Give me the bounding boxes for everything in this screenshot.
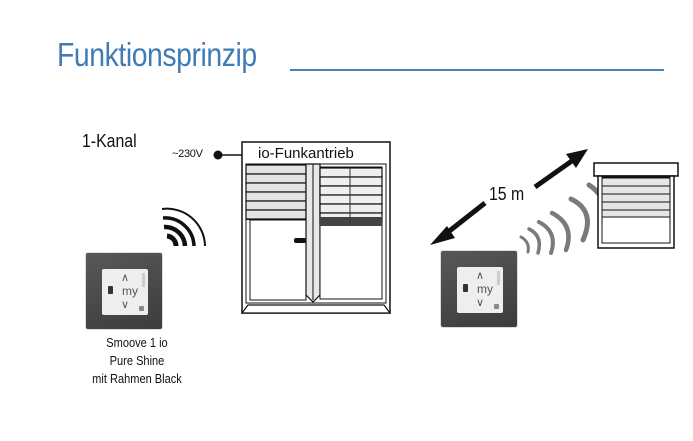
switch-icon: [463, 284, 468, 292]
title-underline: [290, 69, 664, 71]
switch-icon: [108, 286, 113, 294]
wall-remote-left[interactable]: ∧ my ∨: [86, 253, 162, 329]
chevron-up-icon[interactable]: ∧: [476, 269, 485, 282]
io-icon: [494, 304, 499, 309]
caption-line: Pure Shine: [109, 353, 165, 368]
io-icon: [139, 306, 144, 311]
remote-face: ∧ my ∨: [102, 269, 148, 315]
window-illustration: [240, 141, 392, 314]
chevron-up-icon[interactable]: ∧: [121, 271, 130, 284]
caption-line: Smoove 1 io: [106, 335, 168, 350]
brand-logo-icon: [497, 271, 500, 285]
chevron-down-icon[interactable]: ∨: [121, 298, 130, 311]
my-button[interactable]: my: [477, 282, 493, 296]
caption-line: mit Rahmen Black: [92, 371, 182, 386]
product-caption: Smoove 1 io Pure Shine mit Rahmen Black: [80, 334, 194, 388]
distance-arrow: [430, 149, 588, 245]
signal-waves-grey-icon: [519, 182, 607, 255]
motor-label: io-Funkantrieb: [258, 145, 354, 162]
distance-label: 15 m: [489, 184, 525, 204]
page-title: Funktionsprinzip: [57, 36, 257, 73]
remote-face: ∧ my ∨: [457, 267, 503, 313]
roller-shutter-illustration: [593, 162, 679, 249]
wall-remote-right[interactable]: ∧ my ∨: [441, 251, 517, 327]
signal-waves-icon: [161, 207, 206, 247]
brand-logo-icon: [142, 273, 145, 287]
my-button[interactable]: my: [122, 284, 138, 298]
channel-label: 1-Kanal: [82, 131, 137, 151]
voltage-label: ~230V: [172, 148, 203, 160]
chevron-down-icon[interactable]: ∨: [476, 296, 485, 309]
